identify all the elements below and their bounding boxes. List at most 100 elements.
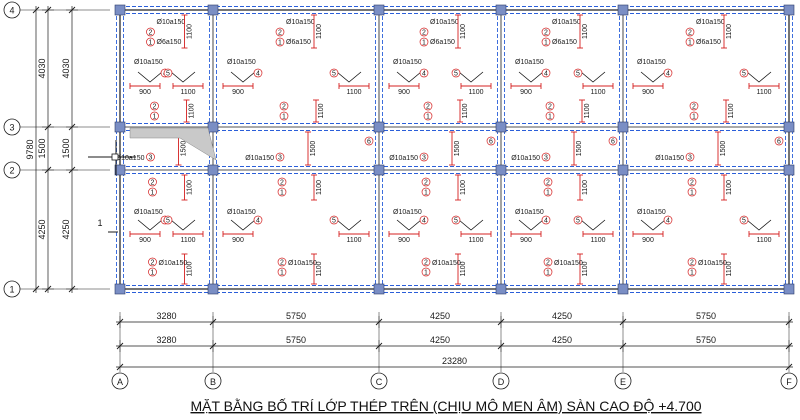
bar-mark-circle [423, 101, 433, 111]
grid-bubble-x [780, 372, 798, 390]
negative-rebar-chevron [518, 71, 544, 83]
rebar-length: 1100 [582, 180, 589, 195]
bar-mark-number: 2 [280, 180, 284, 187]
stair-opening-hatch [129, 127, 217, 161]
bar-mark-number: 1 [282, 114, 286, 121]
section-marker [111, 153, 119, 161]
bar-mark-circle [689, 111, 699, 121]
rebar-length: 1100 [582, 261, 589, 276]
bar-mark-circle [329, 68, 339, 78]
bar-mark-number: 3 [422, 155, 426, 162]
rebar-callout-alt: Ø6a150 [430, 39, 455, 46]
column [373, 4, 385, 16]
bar-mark-circle [541, 27, 551, 37]
rebar-length: 1100 [189, 103, 196, 118]
bar-mark-number: 4 [544, 218, 548, 225]
bar-mark-number: 1 [692, 114, 696, 121]
grid-bubble-x-label: E [620, 377, 626, 387]
dim-x-row1-label: 5750 [286, 311, 306, 321]
rebar-details: Ø10a15021Ø6a1501100900110045Ø10a15011002… [116, 14, 784, 285]
dim-x-row1-label: 4250 [552, 311, 572, 321]
bar-mark-number: 2 [278, 30, 282, 37]
bay-top: Ø10a15021Ø6a1501100900110045Ø10a15011002… [129, 14, 204, 123]
bar-mark-circle [687, 187, 697, 197]
grid-bubble-y [3, 1, 21, 19]
column [617, 164, 629, 176]
bar-mark-circle [277, 257, 287, 267]
bar-mark-number: 1 [424, 190, 428, 197]
bar-mark-circle [545, 101, 555, 111]
grid-bubble-y-label: 1 [9, 285, 14, 295]
rebar-length: 1100 [187, 180, 194, 195]
grid-bubble-x [370, 372, 388, 390]
dim-y-inner-label: 4030 [61, 58, 71, 78]
column [495, 121, 507, 133]
bar-mark-number: 4 [422, 71, 426, 78]
bar-mark-number: 5 [742, 218, 746, 225]
bar-mark-number: 2 [426, 104, 430, 111]
bar-mark-number: 2 [424, 180, 428, 187]
rebar-length: 1100 [460, 261, 467, 276]
grid-bubble-x [204, 372, 222, 390]
bar-mark-number: 5 [332, 71, 336, 78]
dim-total-x-label: 23280 [442, 356, 467, 366]
bar-mark-circle [163, 68, 173, 78]
bar-mark-circle [685, 37, 695, 47]
beams [116, 6, 793, 293]
bar-mark-circle [423, 111, 433, 121]
rebar-length: 1500 [720, 141, 727, 157]
rebar-length: 1100 [346, 237, 361, 244]
negative-rebar-chevron [336, 71, 362, 83]
dim-x-row2-label: 5750 [286, 335, 306, 345]
rebar-length: 1100 [590, 89, 605, 96]
rebar-length: 1500 [454, 141, 461, 157]
bar-mark-number: 1 [153, 114, 157, 121]
bar-mark-circle [150, 111, 159, 121]
column [495, 4, 507, 16]
bar-mark-number: 6 [489, 139, 493, 146]
bar-mark-circle [146, 27, 155, 37]
dim-y-inner-label: 4250 [61, 219, 71, 239]
bar-mark-number: 1 [690, 270, 694, 277]
column [783, 164, 795, 176]
bar-mark-circle [148, 257, 157, 267]
section-mark-label: 1 [97, 218, 102, 228]
bar-mark-number: 2 [280, 260, 284, 267]
negative-rebar-chevron [580, 219, 606, 231]
bar-mark-circle [421, 177, 431, 187]
bar-mark-number: 4 [422, 218, 426, 225]
bar-mark-circle [329, 215, 339, 225]
rebar-length: 900 [139, 89, 151, 96]
negative-rebar-chevron [230, 219, 256, 231]
bar-mark-circle [146, 152, 155, 162]
bar-mark-number: 1 [690, 190, 694, 197]
bar-mark-number: 5 [454, 71, 458, 78]
bar-mark-number: 3 [149, 155, 153, 162]
rebar-callout-alt: Ø6a150 [286, 39, 311, 46]
rebar-length: 900 [642, 237, 654, 244]
bar-mark-number: 2 [149, 30, 153, 37]
bar-mark-circle [685, 152, 695, 162]
bar-mark-number: 1 [688, 40, 692, 47]
rebar-length: 1100 [462, 103, 469, 118]
rebar-callout: Ø10a150 [696, 19, 725, 26]
rebar-length: 1500 [576, 141, 583, 157]
bar-mark-circle [421, 187, 431, 197]
bar-mark-number: 5 [576, 218, 580, 225]
bar-mark-number: 3 [278, 155, 282, 162]
column [373, 121, 385, 133]
bar-mark-circle [419, 68, 429, 78]
bar-mark-circle [543, 177, 553, 187]
bar-mark-circle [279, 101, 289, 111]
bar-mark-number: 1 [422, 40, 426, 47]
rebar-length: 1100 [180, 237, 195, 244]
bar-mark-circle [364, 136, 374, 146]
grid-bubble-y [3, 280, 21, 298]
bar-mark-circle [419, 152, 429, 162]
